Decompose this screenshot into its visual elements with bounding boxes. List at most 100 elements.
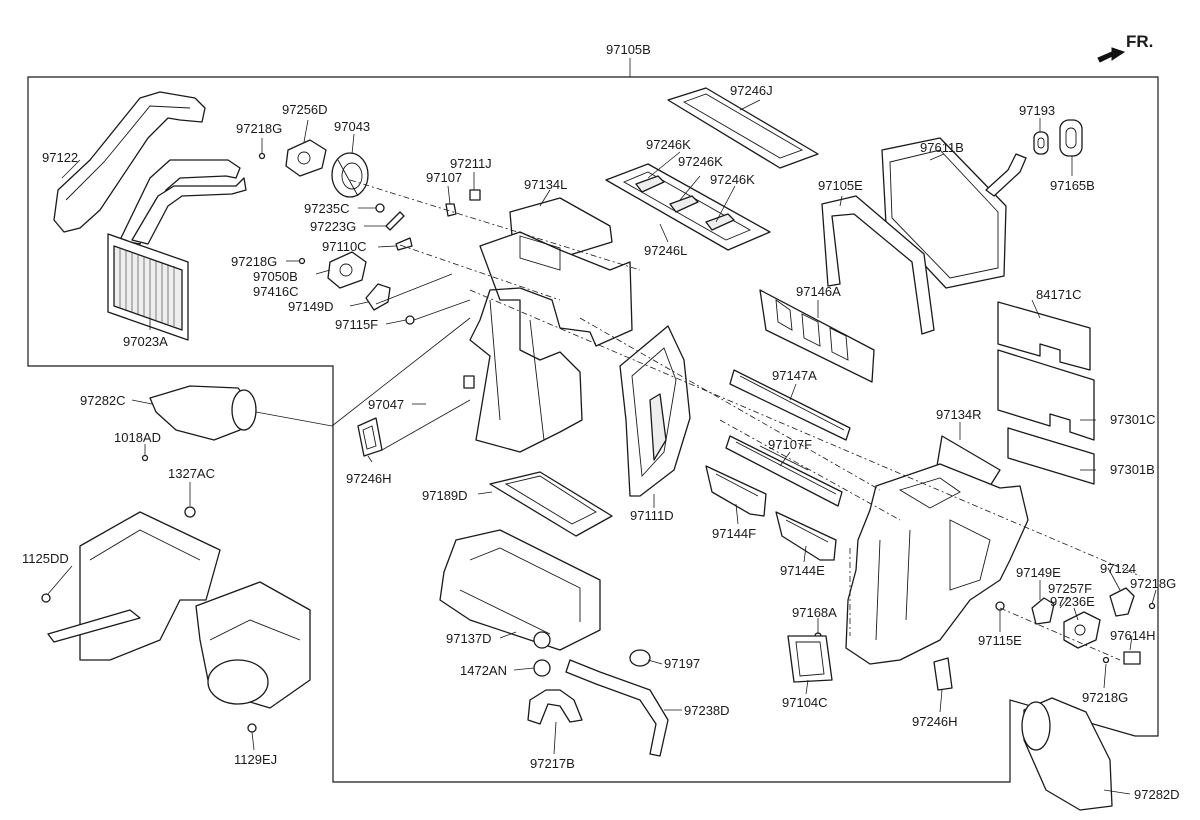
label-97107: 97107 — [426, 170, 462, 185]
label-97218G-c: 97218G — [1130, 576, 1176, 591]
screw-97218G-a — [258, 152, 266, 160]
screw-97218G-d — [1102, 656, 1110, 664]
label-97122: 97122 — [42, 150, 78, 165]
grommet-97197 — [629, 649, 651, 667]
seal-97246H-b — [933, 657, 953, 691]
link-97110C — [395, 237, 413, 251]
label-97282D: 97282D — [1134, 787, 1180, 802]
door-97144F — [705, 465, 767, 517]
cover-97189D — [489, 471, 613, 537]
heater-case-left-97134L — [463, 197, 633, 453]
hose-97238D — [565, 659, 669, 757]
label-97124: 97124 — [1100, 561, 1136, 576]
screw-97218G-b — [298, 257, 306, 265]
screw-1129EJ — [247, 723, 257, 733]
clip-97115F — [405, 315, 415, 325]
label-97134R: 97134R — [936, 407, 982, 422]
heater-core-97023A — [107, 233, 189, 341]
label-97107F: 97107F — [768, 437, 812, 452]
screw-1018AD — [141, 454, 149, 462]
blower-unit — [47, 511, 311, 709]
label-97050B: 97050B — [253, 269, 298, 284]
label-97193: 97193 — [1019, 103, 1055, 118]
label-97104C: 97104C — [782, 695, 828, 710]
hose-97217B — [527, 689, 583, 725]
nut-1327AC — [184, 506, 196, 518]
door-97146A — [759, 289, 875, 383]
label-97217B: 97217B — [530, 756, 575, 771]
pad-84171C — [997, 301, 1091, 371]
heater-case-right-97134R — [845, 435, 1029, 665]
arm-97149E — [1031, 597, 1055, 625]
label-97246K-c: 97246K — [710, 172, 755, 187]
door-97111D — [619, 325, 691, 497]
label-1472AN: 1472AN — [460, 663, 507, 678]
filter-frame-97246J — [667, 87, 819, 169]
seal-97246H-a — [357, 417, 383, 457]
label-97147A: 97147A — [772, 368, 817, 383]
label-97211J: 97211J — [450, 156, 492, 171]
label-97146A: 97146A — [796, 284, 841, 299]
assembly-frame — [27, 76, 1159, 783]
label-97246L: 97246L — [644, 243, 687, 258]
actuator-97236E — [1063, 611, 1101, 649]
label-97218G-d: 97218G — [1082, 690, 1128, 705]
duct-97282D — [1021, 697, 1113, 811]
grommet-97235C — [375, 203, 385, 213]
label-97165B: 97165B — [1050, 178, 1095, 193]
label-97105B: 97105B — [606, 42, 651, 57]
label-97047: 97047 — [368, 397, 404, 412]
duct-97282C — [149, 385, 257, 441]
label-97256D: 97256D — [282, 102, 328, 117]
label-97301B: 97301B — [1110, 462, 1155, 477]
label-97218G-b: 97218G — [231, 254, 277, 269]
label-97246J: 97246J — [730, 83, 773, 98]
label-97115F: 97115F — [335, 317, 378, 332]
label-97168A: 97168A — [792, 605, 837, 620]
label-97043: 97043 — [334, 119, 370, 134]
door-97107F — [725, 435, 843, 507]
sensor-97614H — [1123, 651, 1141, 665]
label-97144E: 97144E — [780, 563, 825, 578]
label-97257F: 97257F — [1048, 581, 1092, 596]
label-97246K-a: 97246K — [646, 137, 691, 152]
label-97614H: 97614H — [1110, 628, 1156, 643]
label-97149E: 97149E — [1016, 565, 1061, 580]
door-97144E — [775, 511, 837, 561]
label-1125DD: 1125DD — [22, 551, 69, 566]
clip-97107 — [445, 203, 457, 217]
label-97416C: 97416C — [253, 284, 299, 299]
seal-97193 — [1033, 131, 1049, 155]
blower-motor-97043 — [331, 152, 369, 198]
label-97218G-a: 97218G — [236, 121, 282, 136]
label-97246H-a: 97246H — [346, 471, 392, 486]
front-direction-indicator: FR. — [1097, 32, 1153, 63]
label-97301C: 97301C — [1110, 412, 1156, 427]
label-97235C: 97235C — [304, 201, 350, 216]
heater-pipe-97122 — [53, 91, 247, 245]
label-97115E: 97115E — [978, 633, 1022, 648]
label-97023A: 97023A — [123, 334, 168, 349]
front-arrow-icon — [1097, 47, 1126, 63]
label-97236E: 97236E — [1050, 594, 1095, 609]
pad-97301B — [1007, 427, 1095, 485]
leader-lines — [47, 99, 1157, 795]
label-97223G: 97223G — [310, 219, 356, 234]
label-97137D: 97137D — [446, 631, 492, 646]
label-97238D: 97238D — [684, 703, 730, 718]
label-97149D: 97149D — [288, 299, 334, 314]
filter-frame-97246L — [605, 163, 771, 251]
screw-97218G-c — [1148, 602, 1156, 610]
screw-1125DD — [41, 593, 51, 603]
label-84171C: 84171C — [1036, 287, 1082, 302]
label-1327AC: 1327AC — [168, 466, 215, 481]
label-97111D: 97111D — [630, 508, 674, 523]
label-97189D: 97189D — [422, 488, 468, 503]
label-97134L: 97134L — [524, 177, 567, 192]
arm-97149D — [365, 283, 391, 311]
actuator-97124 — [1109, 587, 1135, 617]
temp-actuator-97050B — [327, 251, 367, 289]
clip-97211J — [469, 189, 481, 201]
label-1018AD: 1018AD — [114, 430, 161, 445]
